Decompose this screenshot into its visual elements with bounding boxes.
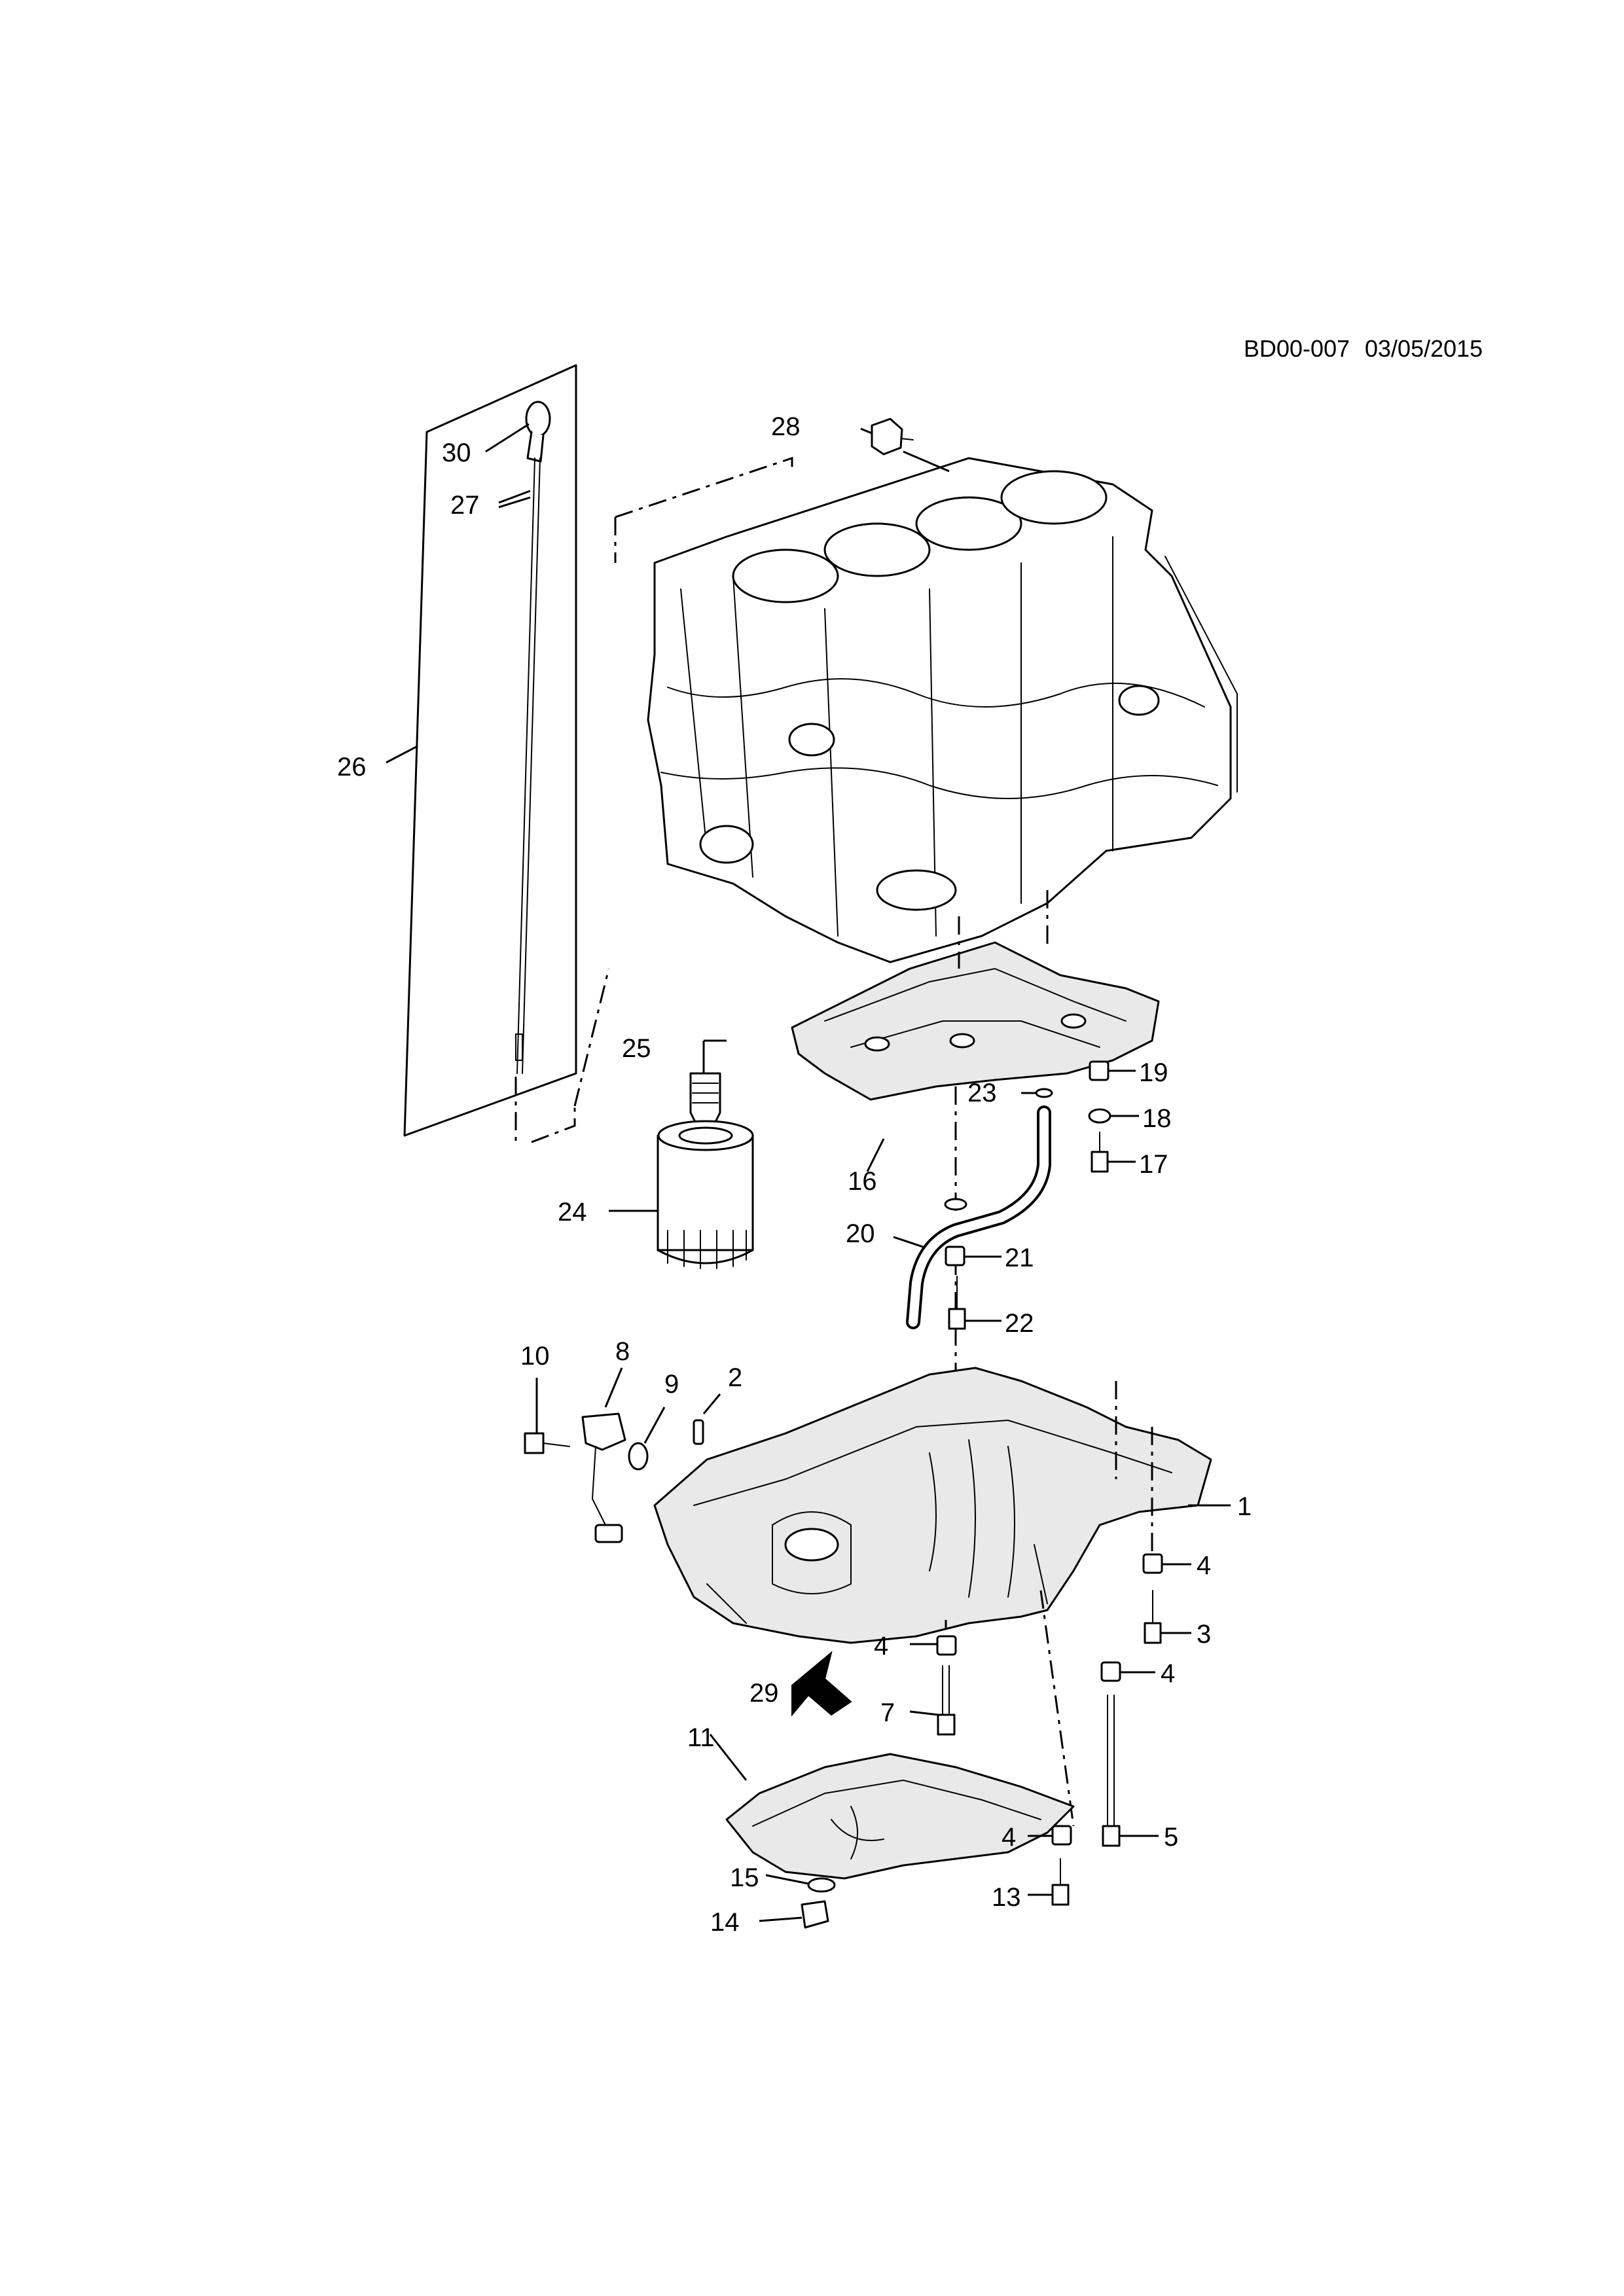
nut-part-4-mid-right bbox=[1100, 1661, 1121, 1682]
bolt-part-22 bbox=[948, 1276, 966, 1330]
washer-part-15 bbox=[807, 1877, 836, 1893]
sensor-part-28 bbox=[871, 418, 914, 456]
callout-8: 8 bbox=[615, 1337, 630, 1366]
callout-9: 9 bbox=[664, 1370, 679, 1399]
bolt-part-3 bbox=[1144, 1590, 1162, 1644]
callout-29: 29 bbox=[749, 1679, 779, 1708]
nut-part-19 bbox=[1089, 1060, 1110, 1081]
windage-plate-16 bbox=[791, 941, 1160, 1101]
callout-20: 20 bbox=[846, 1219, 875, 1248]
callout-14: 14 bbox=[710, 1908, 740, 1937]
oil-pickup-tube-20 bbox=[906, 1105, 1051, 1329]
callout-17: 17 bbox=[1139, 1150, 1168, 1179]
callout-21: 21 bbox=[1005, 1244, 1034, 1272]
callout-19: 19 bbox=[1139, 1058, 1168, 1087]
callout-26: 26 bbox=[337, 753, 367, 781]
callout-22: 22 bbox=[1005, 1309, 1034, 1338]
drain-plug-part-14 bbox=[801, 1900, 829, 1929]
callout-5: 5 bbox=[1164, 1823, 1178, 1852]
oil-pan-lower-11 bbox=[725, 1753, 1075, 1880]
adapter-part-25 bbox=[689, 1072, 721, 1127]
callout-4-center: 4 bbox=[874, 1632, 888, 1660]
callout-11: 11 bbox=[687, 1723, 715, 1752]
bolt-part-5 bbox=[1102, 1695, 1121, 1847]
callout-4-mid-right: 4 bbox=[1161, 1659, 1175, 1688]
callout-30: 30 bbox=[442, 439, 471, 467]
nut-part-4-lower bbox=[1051, 1825, 1072, 1846]
callout-7: 7 bbox=[880, 1698, 895, 1727]
callout-3: 3 bbox=[1197, 1620, 1211, 1649]
callout-15: 15 bbox=[730, 1863, 759, 1892]
nut-part-4-center bbox=[936, 1635, 957, 1656]
dipstick-assembly bbox=[403, 364, 577, 1137]
callout-18: 18 bbox=[1142, 1104, 1172, 1133]
callout-10: 10 bbox=[520, 1342, 550, 1371]
oil-filter-24 bbox=[657, 1120, 754, 1269]
callout-4-upper: 4 bbox=[1197, 1551, 1211, 1580]
dowel-part-2 bbox=[693, 1419, 704, 1445]
callout-1: 1 bbox=[1237, 1492, 1252, 1521]
reference-code: BD00-007 bbox=[1244, 335, 1350, 362]
oil-pan-upper-1 bbox=[653, 1367, 1212, 1644]
bolt-part-10 bbox=[524, 1432, 570, 1454]
bolt-part-17 bbox=[1091, 1132, 1109, 1173]
callout-24: 24 bbox=[558, 1198, 587, 1227]
bolt-part-7 bbox=[937, 1665, 956, 1736]
bolt-part-13 bbox=[1051, 1858, 1070, 1906]
callout-25: 25 bbox=[622, 1034, 651, 1063]
washer-part-18 bbox=[1088, 1108, 1111, 1124]
reference-date: 03/05/2015 bbox=[1365, 335, 1483, 362]
callout-16: 16 bbox=[848, 1167, 877, 1196]
callout-27: 27 bbox=[450, 491, 480, 520]
sensor-part-8 bbox=[581, 1412, 626, 1543]
oring-part-9 bbox=[628, 1442, 649, 1471]
callout-28: 28 bbox=[771, 412, 801, 441]
oring-part-23 bbox=[1035, 1088, 1053, 1098]
callout-23: 23 bbox=[967, 1079, 997, 1107]
callout-4-lower: 4 bbox=[1001, 1823, 1016, 1852]
nut-part-4-upper bbox=[1142, 1553, 1163, 1574]
view-arrow-29 bbox=[791, 1651, 852, 1717]
callout-13: 13 bbox=[992, 1883, 1021, 1912]
engine-block bbox=[647, 457, 1238, 963]
nut-part-21 bbox=[945, 1246, 965, 1266]
callout-2: 2 bbox=[728, 1363, 742, 1392]
